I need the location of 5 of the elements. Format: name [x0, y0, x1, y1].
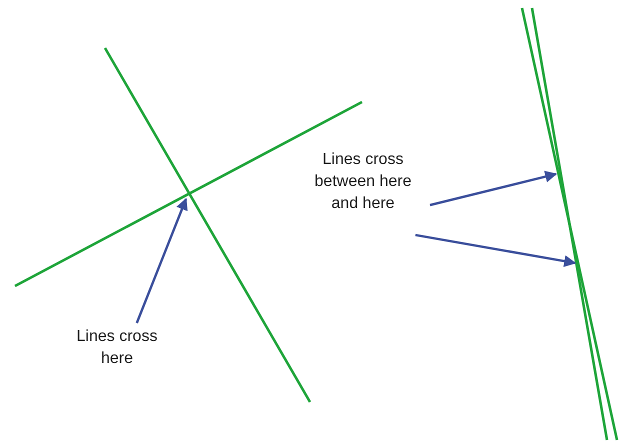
leader-line — [136, 198, 188, 324]
callout-text: Lines cross between here and here — [300, 149, 426, 215]
leader-line — [430, 170, 558, 206]
leader-line — [415, 234, 576, 268]
callout-text: Lines cross here — [62, 326, 172, 370]
